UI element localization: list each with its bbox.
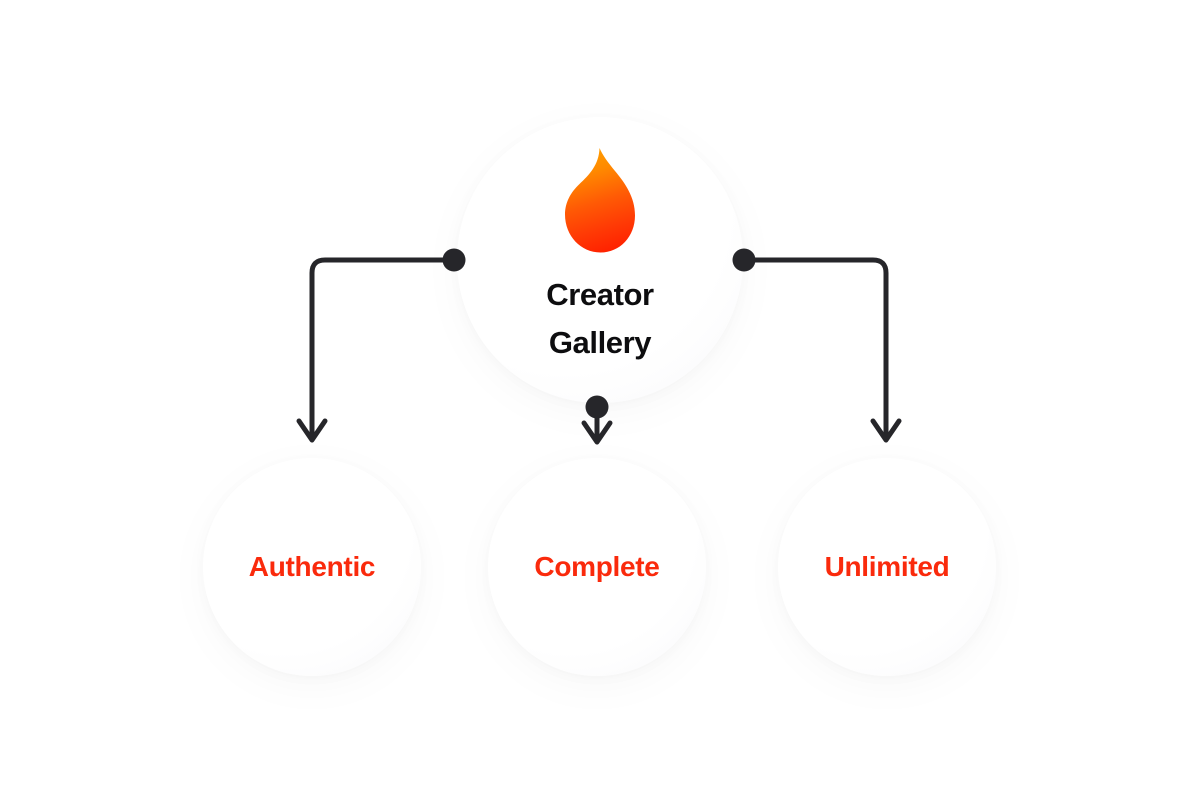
leaf-node-unlimited[interactable]: Unlimited — [778, 458, 996, 676]
connector-authentic — [296, 248, 466, 443]
connector-unlimited — [732, 248, 902, 443]
hub-node-creator-gallery[interactable]: Creator Gallery — [457, 117, 743, 403]
leaf-label-authentic: Authentic — [248, 551, 376, 582]
hub-title-line-2: Gallery — [548, 325, 652, 361]
hub-title: Creator Gallery — [505, 271, 695, 367]
leaf-label-unlimited: Unlimited — [824, 551, 950, 582]
hub-title-line-1: Creator — [546, 277, 654, 312]
arrowhead-complete-icon — [581, 420, 613, 445]
leaf-node-authentic[interactable]: Authentic — [203, 458, 421, 676]
leaf-node-complete[interactable]: Complete — [488, 458, 706, 676]
connector-unlimited-line — [745, 257, 889, 437]
hub-content: Creator Gallery — [457, 117, 743, 403]
arrowhead-unlimited-icon — [870, 418, 902, 443]
connector-authentic-line — [309, 257, 453, 437]
leaf-label-complete: Complete — [534, 551, 660, 582]
flame-icon — [565, 148, 635, 253]
arrowhead-authentic-icon — [296, 418, 328, 443]
